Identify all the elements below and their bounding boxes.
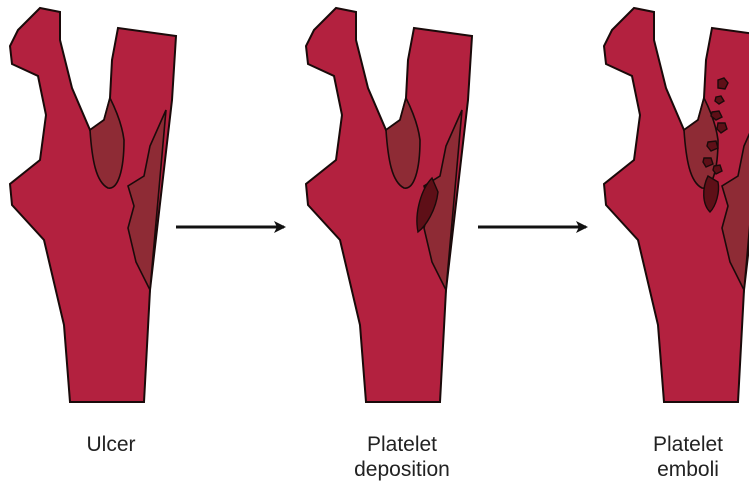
artery-panel-deposition xyxy=(306,8,472,402)
label-line: Ulcer xyxy=(31,432,191,457)
artery-panel-ulcer xyxy=(10,8,176,402)
stage-label-emboli: Platelet emboli xyxy=(608,432,749,482)
stage-label-ulcer: Ulcer xyxy=(31,432,191,457)
label-line: emboli xyxy=(608,457,749,482)
label-line: deposition xyxy=(322,457,482,482)
label-line: Platelet xyxy=(322,432,482,457)
stage-label-deposition: Platelet deposition xyxy=(322,432,482,482)
label-line: Platelet xyxy=(608,432,749,457)
artery-panel-emboli xyxy=(604,8,749,402)
